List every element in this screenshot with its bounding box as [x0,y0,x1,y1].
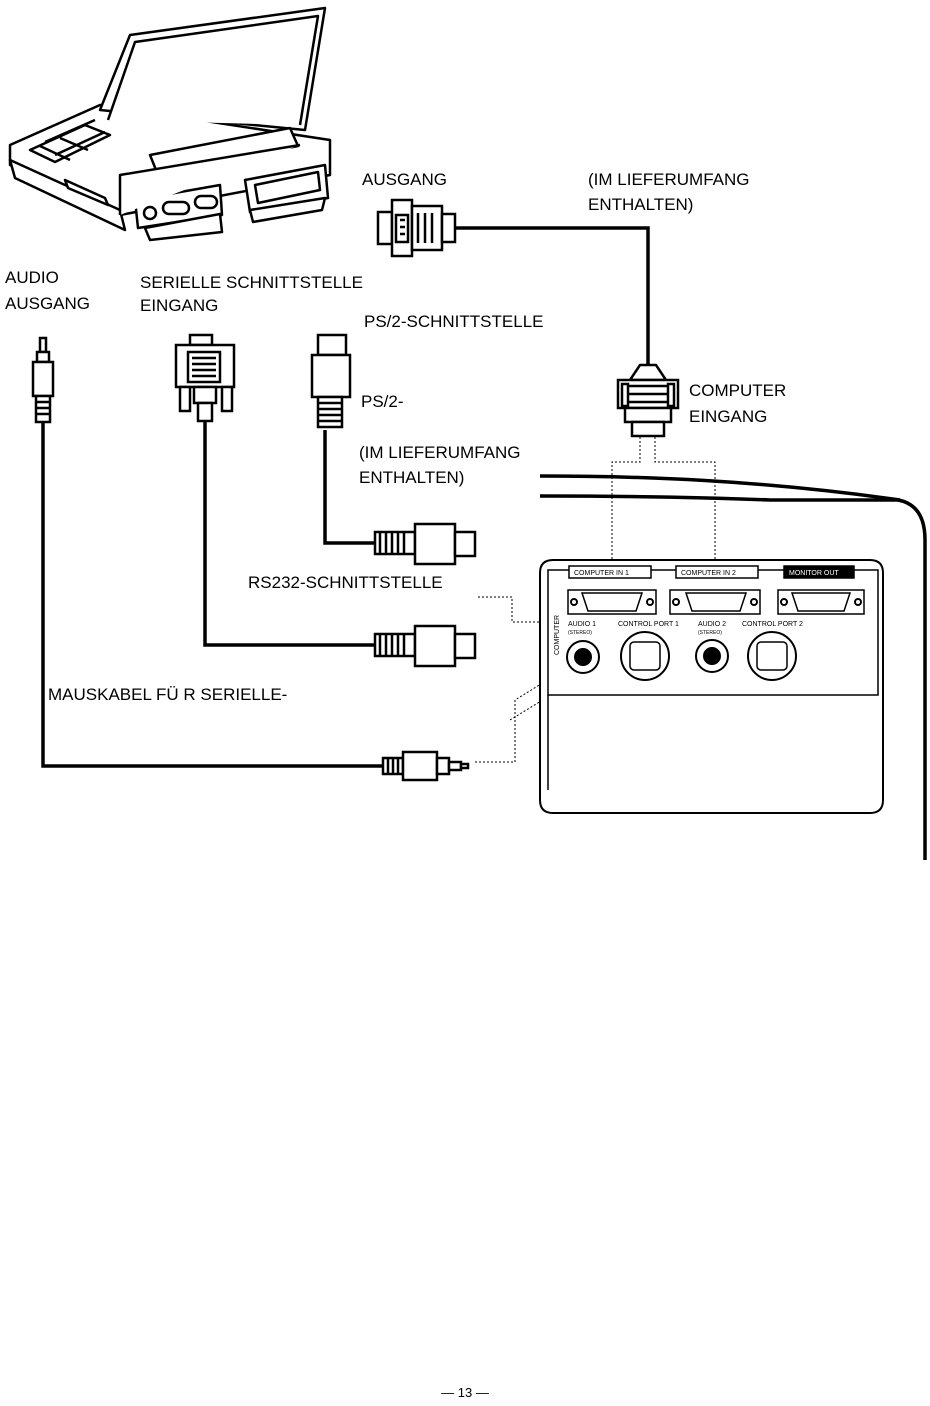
serial-plug-side [373,624,477,668]
audio-plug-side [381,750,470,782]
cables [41,226,927,860]
label-serielle-schnittstelle: SERIELLE SCHNITTSTELLE [140,273,363,292]
panel-label-computer-in-2: COMPUTER IN 2 [681,570,736,577]
laptop-illustration [8,6,332,242]
vga-connector-output [376,198,457,258]
panel-label-stereo-1: (STEREO) [568,630,592,636]
label-audio: AUDIO [5,268,59,287]
ps2-plug-side [373,522,477,566]
panel-label-monitor-out: MONITOR OUT [789,570,839,577]
projector-panel [539,559,884,814]
label-ps2: PS/2- [361,392,404,411]
label-computer-eingang: EINGANG [689,407,767,426]
label-ausgang: AUSGANG [362,170,447,189]
label-mauskabel: MAUSKABEL FÜ R SERIELLE- [48,685,287,704]
page-number: — 13 — [441,1385,489,1400]
label-enthalten-2: ENTHALTEN) [359,468,464,487]
panel-label-control-port-1: CONTROL PORT 1 [618,621,679,628]
label-audio-ausgang: AUSGANG [5,294,90,313]
panel-label-audio-2: AUDIO 2 [698,621,726,628]
label-rs232: RS232-SCHNITTSTELLE [248,573,443,592]
label-ps2-schnittstelle: PS/2-SCHNITTSTELLE [364,312,544,331]
vga-connector-input [616,363,680,438]
serial-connector-top [174,333,236,423]
panel-label-stereo-2: (STEREO) [698,630,722,636]
label-im-lieferumfang-1: (IM LIEFERUMFANG [588,170,750,189]
label-enthalten-1: ENTHALTEN) [588,195,693,214]
panel-label-control-port-2: CONTROL PORT 2 [742,621,803,628]
panel-label-computer-in-1: COMPUTER IN 1 [574,570,629,577]
label-computer: COMPUTER [689,381,786,400]
labels: AUSGANG (IM LIEFERUMFANG ENTHALTEN) AUDI… [5,170,839,704]
panel-label-audio-1: AUDIO 1 [568,621,596,628]
ps2-plug-top [310,333,352,429]
panel-label-computer-side: COMPUTER [554,615,561,655]
audio-plug-top [31,336,55,424]
label-im-lieferumfang-2: (IM LIEFERUMFANG [359,443,521,462]
label-eingang-serial: EINGANG [140,296,218,315]
